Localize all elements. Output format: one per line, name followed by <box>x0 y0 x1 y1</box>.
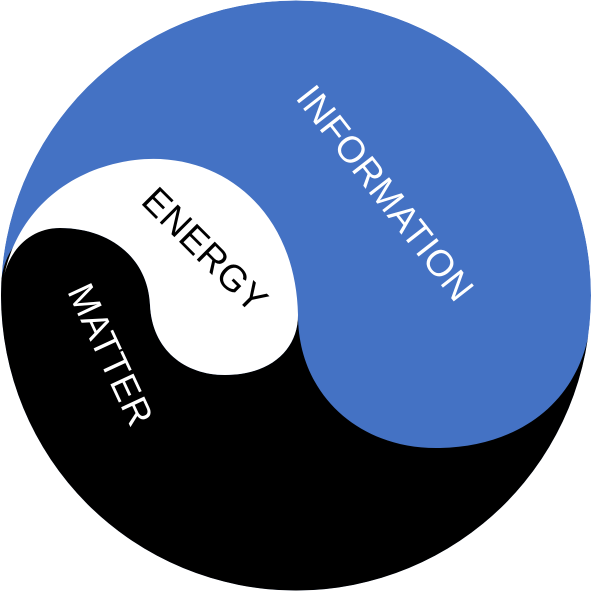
matter-region <box>1 228 591 591</box>
energy-region <box>4 158 298 375</box>
